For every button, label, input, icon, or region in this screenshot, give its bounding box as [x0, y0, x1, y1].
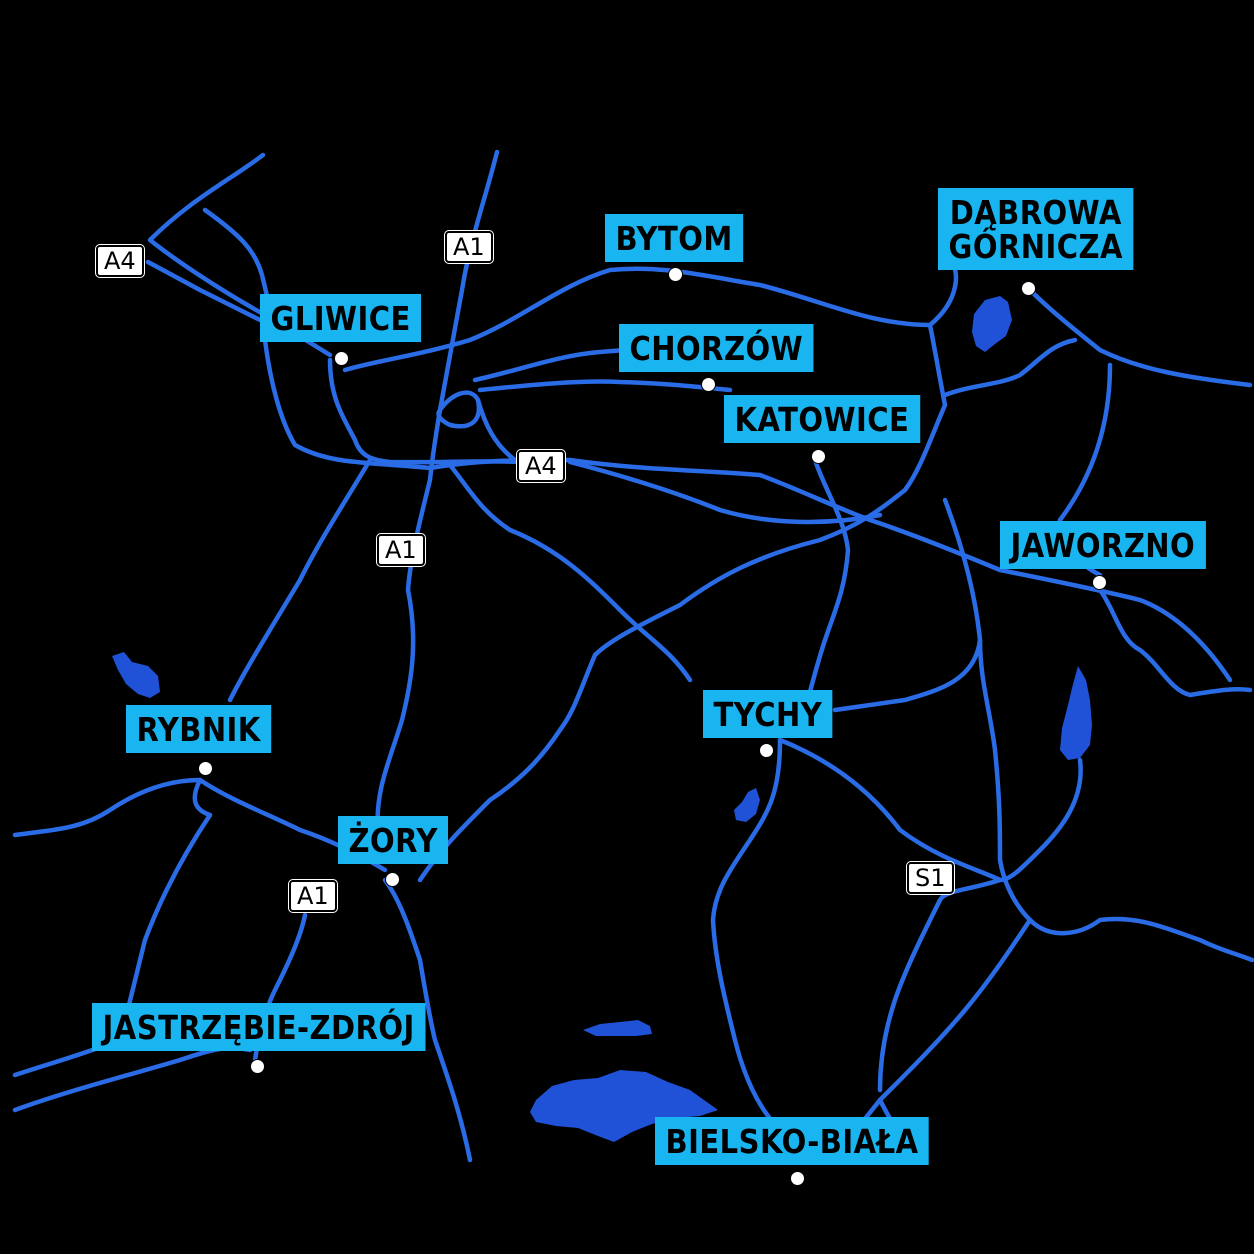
city-dot-tychy [759, 743, 774, 758]
city-label-chorzow: CHORZÓW [619, 324, 814, 372]
city-dot-jastrzebie-zdroj [250, 1059, 265, 1074]
city-label-jastrzebie-zdroj: JASTRZĘBIE-ZDRÓJ [92, 1003, 426, 1051]
lake-goczalkowice-north [583, 1020, 652, 1036]
road-shield-a1-north: A1 [444, 230, 494, 264]
road-chorzow [472, 347, 733, 393]
city-label-gliwice: GLIWICE [260, 294, 422, 342]
city-dot-chorzow [701, 377, 716, 392]
lake-rybnik [112, 652, 160, 698]
city-dot-jaworzno [1092, 575, 1107, 590]
road-a4-center [262, 337, 1233, 683]
city-dot-dabrowa-gornicza [1021, 281, 1036, 296]
road-rybnik-west [12, 777, 388, 873]
road-a4-west [147, 152, 333, 358]
city-label-bytom: BYTOM [605, 214, 744, 262]
city-dot-zory [385, 872, 400, 887]
lake-dabrowa [972, 296, 1012, 352]
city-dot-bielsko-biala [790, 1171, 805, 1186]
city-label-rybnik: RYBNIK [126, 705, 272, 753]
city-dot-bytom [668, 267, 683, 282]
road-shield-a4-west: A4 [95, 244, 145, 278]
road-shield-a1-middle: A1 [376, 533, 426, 567]
road-tychy-bielsko [710, 737, 783, 1133]
city-label-bielsko-biala: BIELSKO-BIAŁA [655, 1117, 930, 1165]
roads [12, 149, 1254, 1163]
city-dot-katowice [811, 449, 826, 464]
road-katowice-tychy [797, 457, 851, 733]
road-shield-a1-south: A1 [288, 879, 338, 913]
lake-goczalkowice [530, 1070, 718, 1142]
city-label-katowice: KATOWICE [724, 395, 920, 443]
city-label-dabrowa-gornicza: DĄBROWA GÓRNICZA [938, 188, 1134, 270]
city-dot-gliwice [334, 351, 349, 366]
city-dot-rybnik [198, 761, 213, 776]
lake-goczalkowice-small [734, 788, 760, 822]
road-a4-west-branch [145, 259, 263, 323]
city-label-zory: ŻORY [338, 816, 449, 864]
lake-jaworzno-south [1060, 666, 1092, 760]
road-s1-south [977, 637, 1033, 923]
city-label-jaworzno: JAWORZNO [1000, 521, 1206, 569]
road-katowice-south [447, 462, 693, 683]
road-gliwice-rybnik [227, 457, 373, 703]
road-shield-a4-center: A4 [516, 449, 566, 483]
road-a1-north [375, 149, 500, 833]
city-label-tychy: TYCHY [703, 690, 833, 738]
road-shield-s1: S1 [906, 861, 955, 895]
